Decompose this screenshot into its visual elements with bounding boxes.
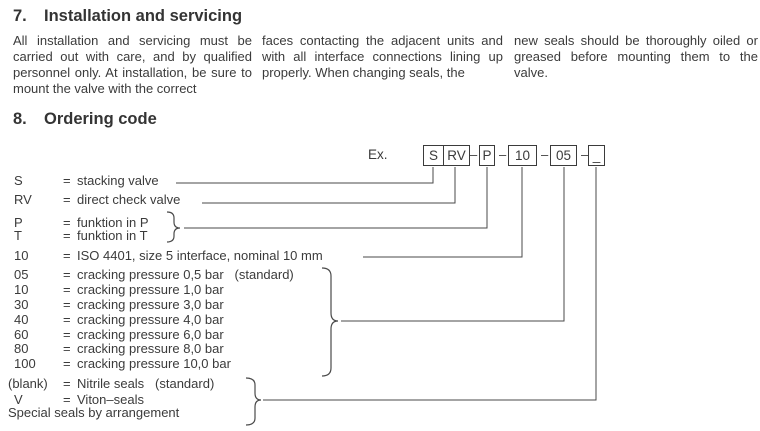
- brace-funktion: [166, 211, 181, 243]
- connector-line-p: [184, 167, 488, 229]
- code-box-seal: _: [588, 145, 605, 166]
- code-box-s-rv: S RV: [423, 145, 470, 166]
- code: 40: [14, 312, 29, 327]
- connector-line-rv: [202, 167, 456, 204]
- code-description: cracking pressure 10,0 bar: [77, 356, 231, 371]
- code: V: [14, 392, 23, 407]
- code: 10: [14, 282, 29, 297]
- equals-sign: =: [63, 215, 71, 230]
- code: P: [14, 215, 23, 230]
- dash-separator: –: [541, 147, 549, 162]
- section8-number: 8.: [13, 110, 27, 128]
- code-description: cracking pressure 3,0 bar: [77, 297, 224, 312]
- code-description: stacking valve: [77, 173, 159, 188]
- connector-line-size: [363, 167, 523, 258]
- equals-sign: =: [63, 392, 71, 407]
- equals-sign: =: [63, 376, 71, 391]
- paragraph-column-1: All installation and servicing must be c…: [13, 33, 252, 96]
- code: 100: [14, 356, 36, 371]
- code-description: cracking pressure 4,0 bar: [77, 312, 224, 327]
- code: Special seals by arrangement: [8, 405, 180, 420]
- code-description: ISO 4401, size 5 interface, nominal 10 m…: [77, 248, 323, 263]
- code-description: cracking pressure 6,0 bar: [77, 327, 224, 342]
- code: 05: [14, 267, 29, 282]
- section8-heading: 8. Ordering code: [13, 110, 157, 129]
- equals-sign: =: [63, 173, 71, 188]
- code-description: funktion in T: [77, 228, 148, 243]
- code: 80: [14, 341, 29, 356]
- section7-title: Installation and servicing: [44, 7, 243, 25]
- code: 10: [14, 248, 29, 263]
- equals-sign: =: [63, 327, 71, 342]
- section8-title: Ordering code: [44, 110, 157, 128]
- equals-sign: =: [63, 248, 71, 263]
- paragraph-column-2: faces contacting the adjacent units and …: [262, 33, 503, 80]
- code: 30: [14, 297, 29, 312]
- code: T: [14, 228, 22, 243]
- equals-sign: =: [63, 282, 71, 297]
- code-box-p: P: [479, 145, 495, 166]
- brace-seals: [245, 377, 262, 426]
- code-description: Nitrile seals (standard): [77, 376, 215, 391]
- equals-sign: =: [63, 356, 71, 371]
- dash-separator: –: [581, 147, 589, 162]
- equals-sign: =: [63, 297, 71, 312]
- example-label: Ex.: [368, 147, 388, 162]
- equals-sign: =: [63, 228, 71, 243]
- code-description: funktion in P: [77, 215, 149, 230]
- connector-line-pressure: [341, 167, 565, 322]
- code-box-size: 10: [508, 145, 537, 166]
- code-description: cracking pressure 1,0 bar: [77, 282, 224, 297]
- code-box-s-value: S: [424, 146, 444, 165]
- equals-sign: =: [63, 192, 71, 207]
- equals-sign: =: [63, 341, 71, 356]
- section7-paragraph: All installation and servicing must be c…: [13, 33, 758, 97]
- dash-separator: –: [499, 147, 507, 162]
- code-box-pressure: 05: [550, 145, 577, 166]
- brace-pressure: [321, 267, 339, 377]
- section7-number: 7.: [13, 7, 27, 25]
- dash-separator: –: [470, 147, 478, 162]
- code: RV: [14, 192, 32, 207]
- paragraph-column-3: new seals should be thoroughly oiled or …: [514, 33, 758, 80]
- code-description: direct check valve: [77, 192, 181, 207]
- connector-line-seal: [263, 167, 597, 401]
- code: S: [14, 173, 23, 188]
- equals-sign: =: [63, 312, 71, 327]
- equals-sign: =: [63, 267, 71, 282]
- section7-heading: 7. Installation and servicing: [13, 7, 242, 26]
- connector-line-s: [176, 167, 434, 184]
- code-description: cracking pressure 8,0 bar: [77, 341, 224, 356]
- code: 60: [14, 327, 29, 342]
- code: (blank): [8, 376, 48, 391]
- code-box-rv-value: RV: [447, 148, 466, 163]
- code-description: cracking pressure 0,5 bar (standard): [77, 267, 294, 282]
- code-description: Viton–seals: [77, 392, 144, 407]
